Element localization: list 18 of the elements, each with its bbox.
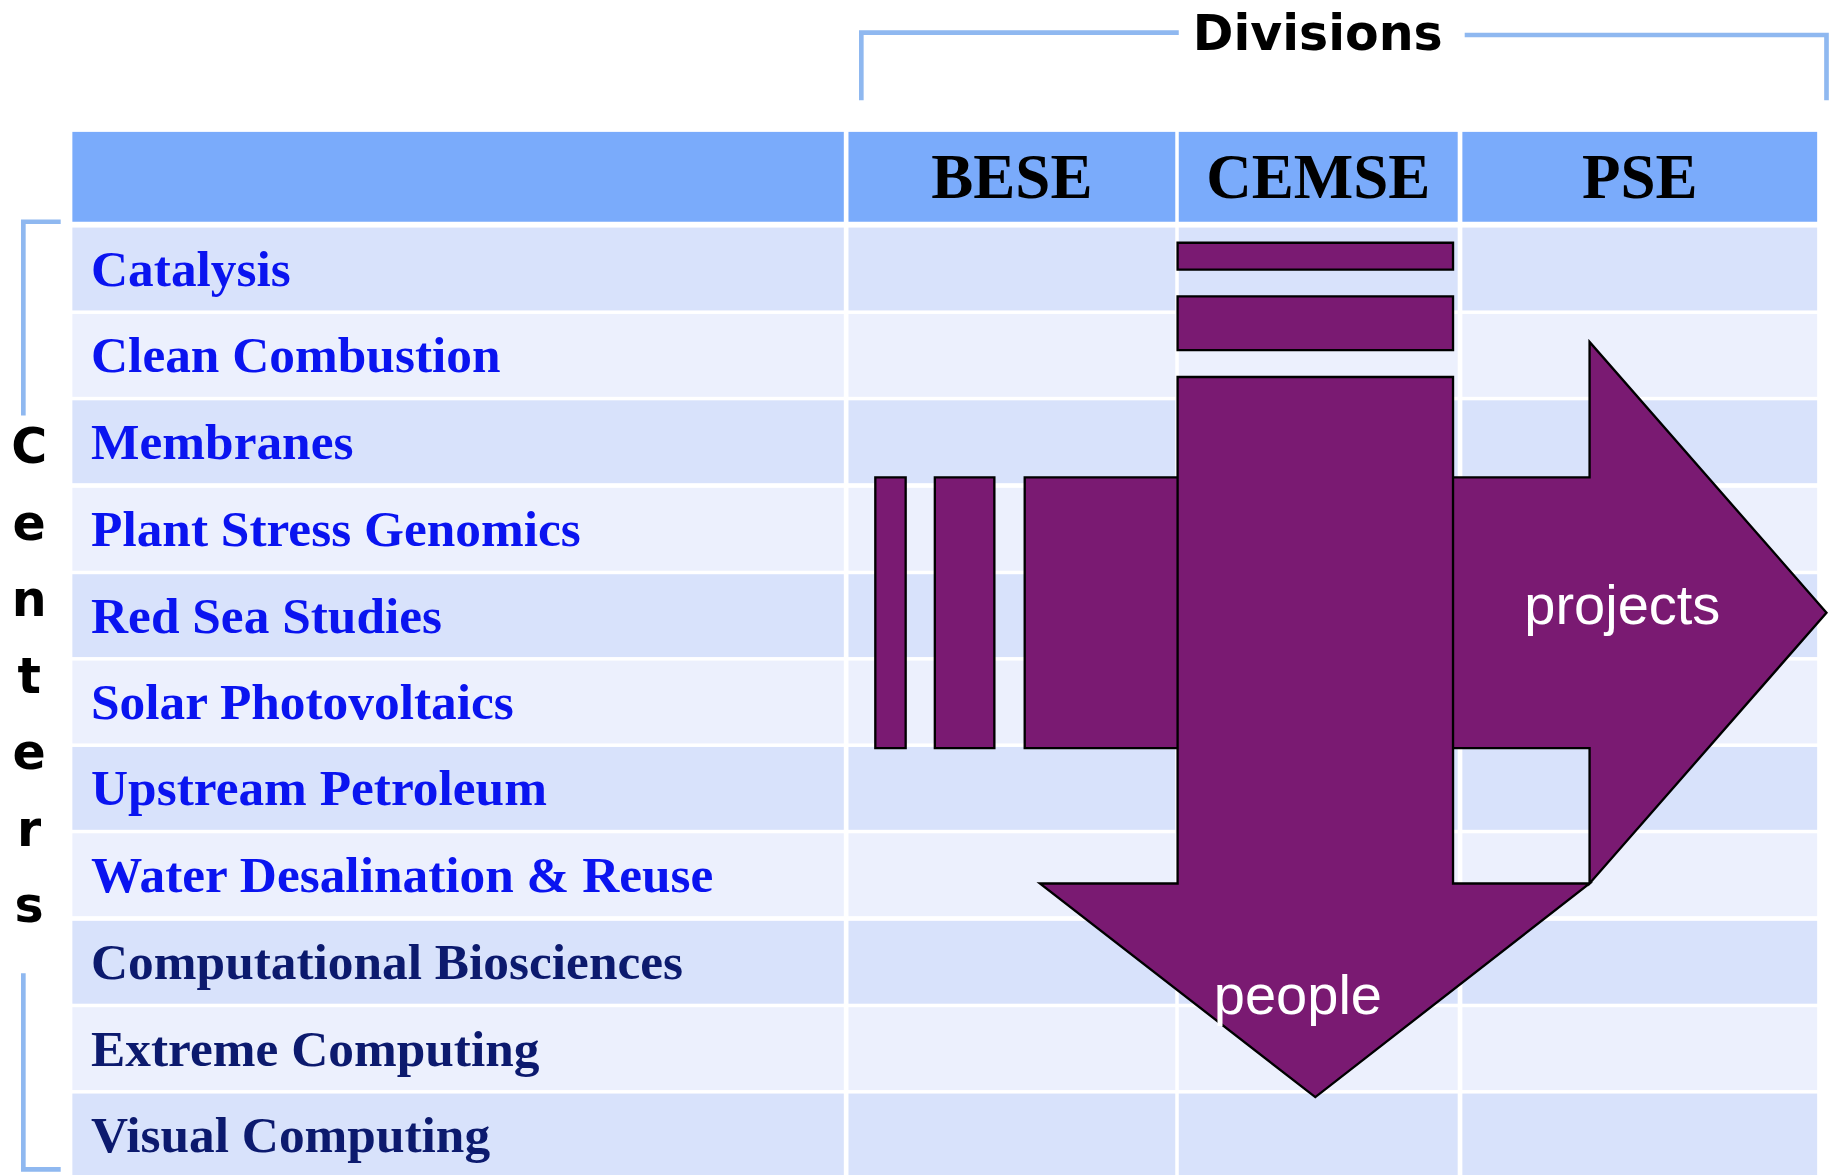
row-header: Visual Computing [72,1093,844,1175]
row-header: Solar Photovoltaics [72,660,844,744]
row-header: Water Desalination & Reuse [72,833,844,917]
column-header: CEMSE [1178,131,1458,222]
row-header: Plant Stress Genomics [72,487,844,571]
column-header: BESE [848,131,1176,222]
row-header: Computational Biosciences [72,920,844,1004]
heading: Divisions [1192,4,1443,62]
row-header: Membranes [72,400,844,484]
row-header: Red Sea Studies [72,573,844,657]
row-header: Clean Combustion [72,314,844,398]
row-header: Catalysis [72,227,844,311]
arrow-label: projects [1524,573,1721,638]
row-header: Extreme Computing [72,1006,844,1090]
vertical-heading: Centers [10,416,49,936]
row-header: Upstream Petroleum [72,747,844,830]
arrow-label: people [1213,963,1382,1028]
column-header: PSE [1462,131,1818,222]
